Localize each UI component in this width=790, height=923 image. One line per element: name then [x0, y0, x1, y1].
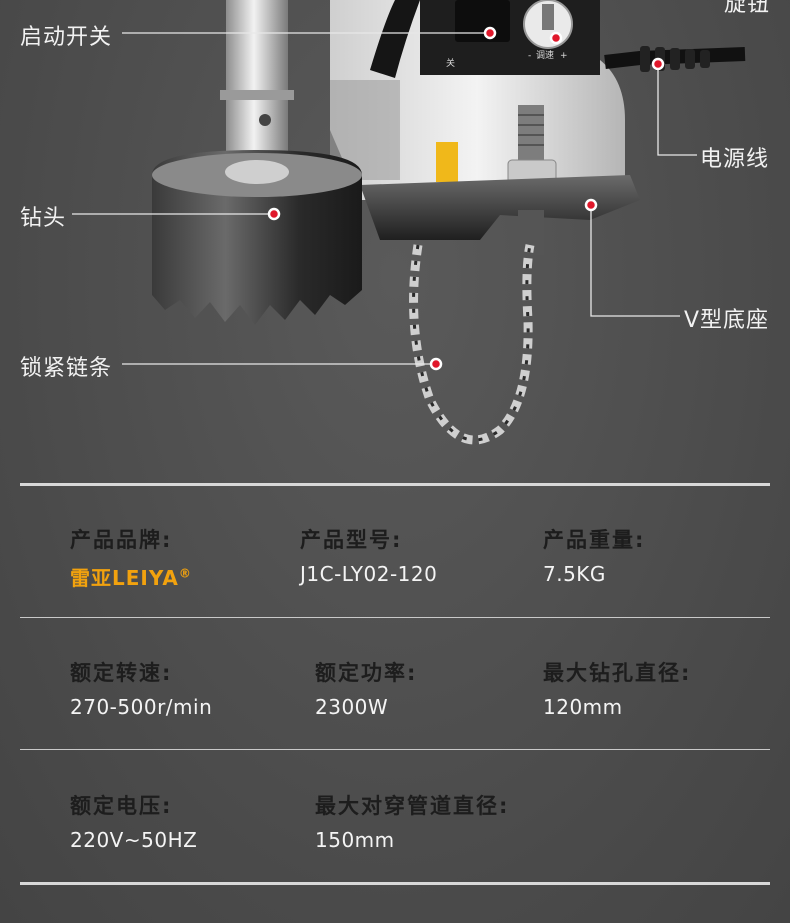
drill-pole — [226, 0, 288, 160]
brand-value: 雷亚LEIYA® — [70, 566, 192, 590]
brand-label: 产品品牌: — [70, 528, 173, 552]
speed-knob-callout-dot — [549, 31, 563, 45]
v-base-callout-dot — [584, 198, 598, 212]
spec-bottom-rule — [20, 882, 770, 885]
speed-mark: 调速 — [536, 50, 554, 61]
drill-illustration: 调速 - + 关 — [72, 0, 746, 445]
callout-v-base: V型底座 — [684, 308, 770, 333]
spec-divider-2 — [20, 749, 770, 750]
power-switch — [455, 0, 510, 42]
callout-top-right: 旋钮 — [724, 0, 771, 17]
model-value: J1C-LY02-120 — [300, 562, 438, 586]
lock-chain — [409, 244, 535, 445]
callout-switch: 启动开关 — [20, 25, 113, 50]
model-label: 产品型号: — [300, 528, 403, 552]
svg-text:-: - — [528, 51, 531, 61]
registered-mark: ® — [178, 566, 192, 581]
drill-handle — [370, 0, 420, 78]
v-base-callout-line — [590, 205, 680, 317]
weight-label: 产品重量: — [543, 528, 646, 552]
weight-value: 7.5KG — [543, 562, 606, 586]
callout-lock-chain: 锁紧链条 — [20, 356, 113, 381]
callout-power-cord: 电源线 — [700, 147, 770, 172]
voltage-value: 220V~50HZ — [70, 828, 198, 852]
power-value: 2300W — [315, 695, 389, 719]
spec-divider-1 — [20, 617, 770, 618]
max-pipe-label: 最大对穿管道直径: — [315, 794, 510, 818]
power-cord-callout-dot — [651, 57, 665, 71]
power-cord-callout-line — [657, 64, 697, 156]
speed-value: 270-500r/min — [70, 695, 213, 719]
max-drill-value: 120mm — [543, 695, 623, 719]
drill-bit-callout-dot — [267, 207, 281, 221]
voltage-label: 额定电压: — [70, 794, 173, 818]
v-base — [360, 175, 640, 240]
max-drill-label: 最大钻孔直径: — [543, 661, 692, 685]
svg-text:关: 关 — [446, 57, 455, 69]
max-pipe-value: 150mm — [315, 828, 395, 852]
callout-drill-bit: 钻头 — [20, 206, 67, 231]
svg-text:+: + — [560, 51, 568, 61]
speed-label: 额定转速: — [70, 661, 173, 685]
spec-top-rule — [20, 483, 770, 486]
power-label: 额定功率: — [315, 661, 418, 685]
lock-chain-callout-dot — [429, 357, 443, 371]
switch-callout-dot — [483, 26, 497, 40]
